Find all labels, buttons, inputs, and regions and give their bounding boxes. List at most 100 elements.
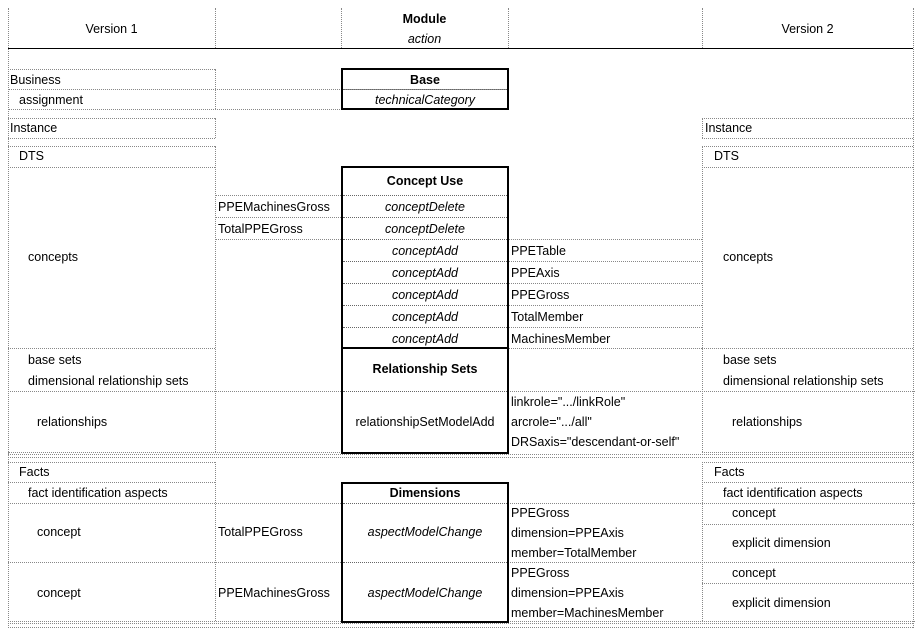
grid-line: [8, 462, 215, 463]
grid-line: [215, 146, 216, 452]
module-action: conceptDelete: [385, 222, 465, 236]
grid-line: [341, 8, 342, 48]
section-rule: [8, 627, 913, 628]
v2-item: member=MachinesMember: [511, 606, 664, 620]
v2-item: member=TotalMember: [511, 546, 637, 560]
base-sets-label: base sets: [28, 353, 82, 367]
instance-label: Instance: [10, 121, 58, 135]
grid-line: [702, 462, 913, 463]
module-action: conceptAdd: [391, 288, 459, 302]
grid-line: [702, 482, 913, 483]
grid-line: [343, 305, 507, 306]
v2-item: PPETable: [511, 244, 566, 258]
concept-use-module-title: Concept Use: [386, 174, 464, 188]
grid-line: [8, 118, 215, 119]
grid-line: [702, 118, 703, 138]
grid-line: [702, 583, 913, 584]
grid-line: [215, 8, 216, 48]
grid-line: [702, 452, 913, 453]
v1-item: PPEMachinesGross: [218, 586, 330, 600]
grid-line: [215, 69, 216, 109]
grid-line: [508, 327, 702, 328]
grid-line: [343, 283, 507, 284]
dimensional-relationship-sets-label: dimensional relationship sets: [723, 374, 884, 388]
module-action: relationshipSetModelAdd: [355, 415, 495, 429]
grid-line: [215, 239, 341, 240]
relationships-label: relationships: [37, 415, 108, 429]
grid-line: [508, 239, 702, 240]
v2-item: PPEGross: [511, 566, 570, 580]
version1-header: Version 1: [85, 22, 138, 36]
grid-line: [913, 8, 914, 628]
grid-line: [215, 118, 216, 138]
grid-line: [215, 195, 341, 196]
v2-item: DRSaxis="descendant-or-self": [511, 435, 680, 449]
module-action: conceptAdd: [391, 244, 459, 258]
concept-label: concept: [732, 566, 776, 580]
grid-line: [343, 261, 507, 262]
grid-line: [508, 348, 702, 349]
dimensions-module-box: [341, 482, 509, 623]
v2-item: PPEAxis: [511, 266, 560, 280]
section-rule: [8, 623, 913, 624]
grid-line: [8, 138, 215, 139]
grid-line: [343, 239, 507, 240]
base-module-box: [341, 68, 509, 110]
section-rule: [8, 457, 913, 458]
v2-item: dimension=PPEAxis: [511, 526, 624, 540]
module-action: aspectModelChange: [367, 586, 483, 600]
module-action: conceptDelete: [385, 200, 465, 214]
base-module-title: Base: [410, 73, 440, 87]
grid-line: [702, 8, 703, 48]
action-header: action: [407, 32, 442, 46]
v2-item: TotalMember: [511, 310, 584, 324]
fact-identification-aspects-label: fact identification aspects: [723, 486, 863, 500]
relationship-sets-module-title: Relationship Sets: [372, 362, 478, 376]
grid-line: [343, 327, 507, 328]
grid-line: [8, 89, 508, 90]
module-action: conceptAdd: [391, 266, 459, 280]
v2-item: dimension=PPEAxis: [511, 586, 624, 600]
grid-line: [508, 261, 702, 262]
concepts-label: concepts: [723, 250, 774, 264]
grid-line: [702, 348, 913, 349]
grid-line: [508, 305, 702, 306]
grid-line: [702, 462, 703, 621]
facts-label: Facts: [19, 465, 50, 479]
grid-line: [215, 462, 216, 621]
module-action: conceptAdd: [391, 310, 459, 324]
version2-header: Version 2: [781, 22, 834, 36]
section-rule: [8, 454, 913, 455]
grid-line: [702, 118, 913, 119]
grid-line: [343, 562, 507, 563]
concept-label: concept: [37, 586, 81, 600]
dimensional-relationship-sets-label: dimensional relationship sets: [28, 374, 189, 388]
v1-item: TotalPPEGross: [218, 525, 303, 539]
grid-line: [343, 195, 507, 196]
v2-item: arcrole=".../all": [511, 415, 592, 429]
dts-label: DTS: [714, 149, 739, 163]
grid-line: [508, 283, 702, 284]
grid-line: [8, 167, 215, 168]
grid-line: [343, 89, 507, 90]
header-rule: [8, 48, 913, 49]
grid-line: [8, 452, 508, 453]
business-label: Business: [10, 73, 61, 87]
grid-line: [508, 8, 509, 48]
module-action: aspectModelChange: [367, 525, 483, 539]
v2-item: PPEGross: [511, 288, 570, 302]
grid-line: [215, 217, 341, 218]
grid-line: [8, 69, 215, 70]
concepts-label: concepts: [28, 250, 79, 264]
grid-line: [343, 217, 507, 218]
v2-item: MachinesMember: [511, 332, 611, 346]
grid-line: [8, 146, 215, 147]
grid-line: [343, 503, 507, 504]
grid-line: [8, 482, 215, 483]
explicit-dimension-label: explicit dimension: [732, 536, 831, 550]
instance-label: Instance: [705, 121, 753, 135]
relationships-label: relationships: [732, 415, 803, 429]
facts-label: Facts: [714, 465, 745, 479]
grid-line: [343, 391, 507, 392]
grid-line: [8, 348, 215, 349]
